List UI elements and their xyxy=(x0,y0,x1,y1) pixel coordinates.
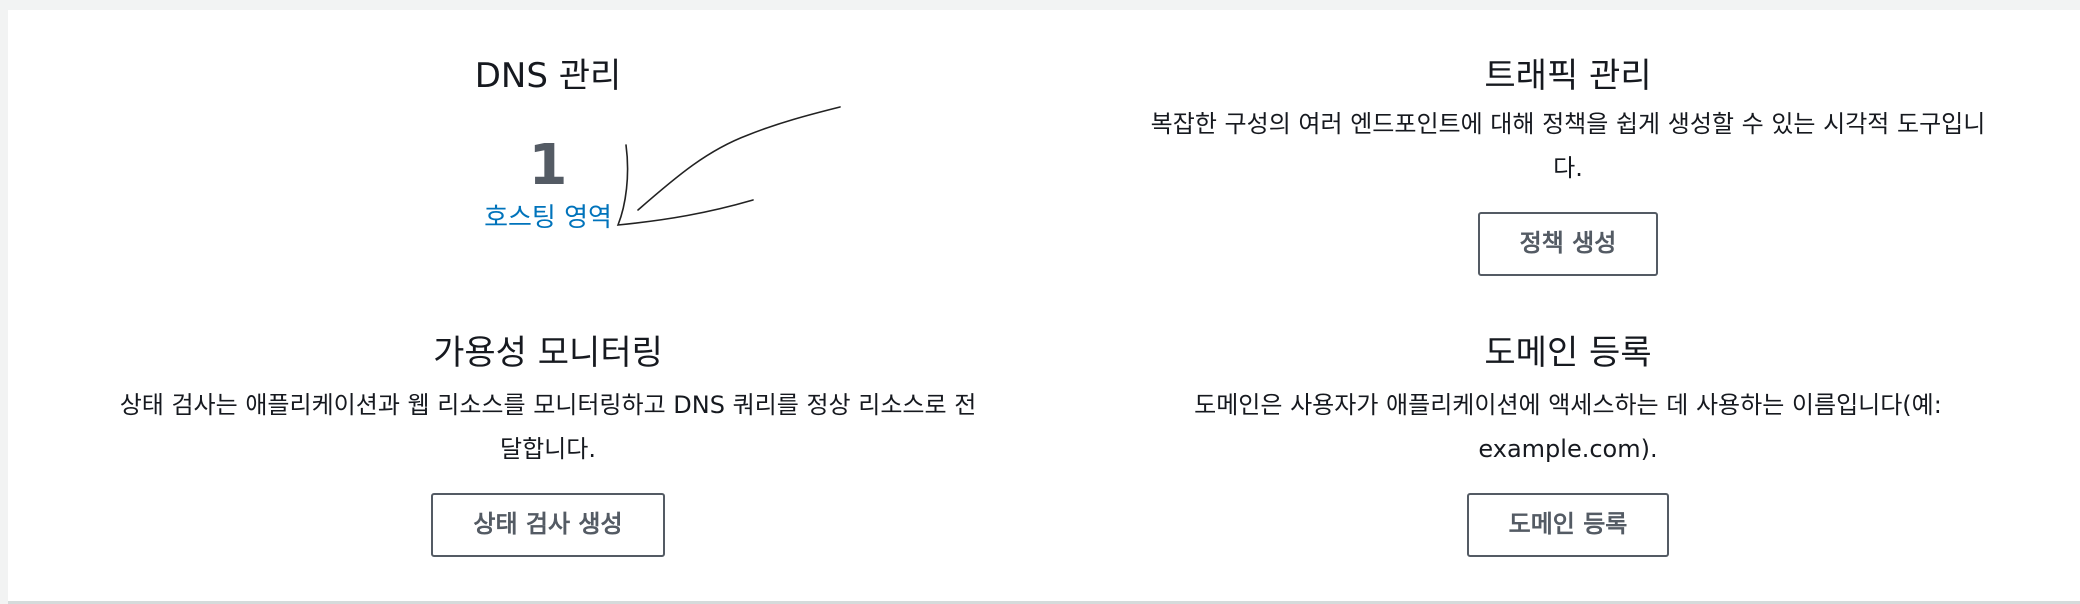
create-health-check-button[interactable]: 상태 검사 생성 xyxy=(431,493,665,557)
route53-dashboard-panel: DNS 관리 1 호스팅 영역 트래픽 관리 복잡한 구성의 여러 엔드포인트에… xyxy=(8,10,2080,604)
domain-registration-desc-line2: example.com). xyxy=(1478,435,1658,463)
traffic-management-desc-line1: 복잡한 구성의 여러 엔드포인트에 대해 정책을 쉽게 생성할 수 있는 시각적… xyxy=(1150,110,1986,138)
create-policy-button[interactable]: 정책 생성 xyxy=(1477,212,1659,276)
domain-registration-section: 도메인 등록 도메인은 사용자가 애플리케이션에 액세스하는 데 사용하는 이름… xyxy=(1108,333,2028,557)
hosted-zones-link[interactable]: 호스팅 영역 xyxy=(484,203,612,233)
handwritten-annotation xyxy=(616,106,841,226)
availability-monitoring-desc-line1: 상태 검사는 애플리케이션과 웹 리소스를 모니터링하고 DNS 쿼리를 정상 … xyxy=(119,391,977,419)
traffic-management-desc-line2: 다. xyxy=(1553,154,1583,182)
dns-management-title: DNS 관리 xyxy=(474,56,622,96)
domain-registration-title: 도메인 등록 xyxy=(1484,333,1652,373)
availability-monitoring-desc-line2: 달합니다. xyxy=(500,435,596,463)
traffic-management-title: 트래픽 관리 xyxy=(1484,56,1652,96)
traffic-management-section: 트래픽 관리 복잡한 구성의 여러 엔드포인트에 대해 정책을 쉽게 생성할 수… xyxy=(1088,56,2048,276)
register-domain-button[interactable]: 도메인 등록 xyxy=(1466,493,1670,557)
hosted-zones-count: 1 xyxy=(528,133,568,198)
domain-registration-desc-line1: 도메인은 사용자가 애플리케이션에 액세스하는 데 사용하는 이름입니다(예: xyxy=(1194,391,1942,419)
availability-monitoring-title: 가용성 모니터링 xyxy=(433,333,663,373)
dns-management-section: DNS 관리 1 호스팅 영역 xyxy=(348,56,748,236)
availability-monitoring-section: 가용성 모니터링 상태 검사는 애플리케이션과 웹 리소스를 모니터링하고 DN… xyxy=(38,333,1058,557)
